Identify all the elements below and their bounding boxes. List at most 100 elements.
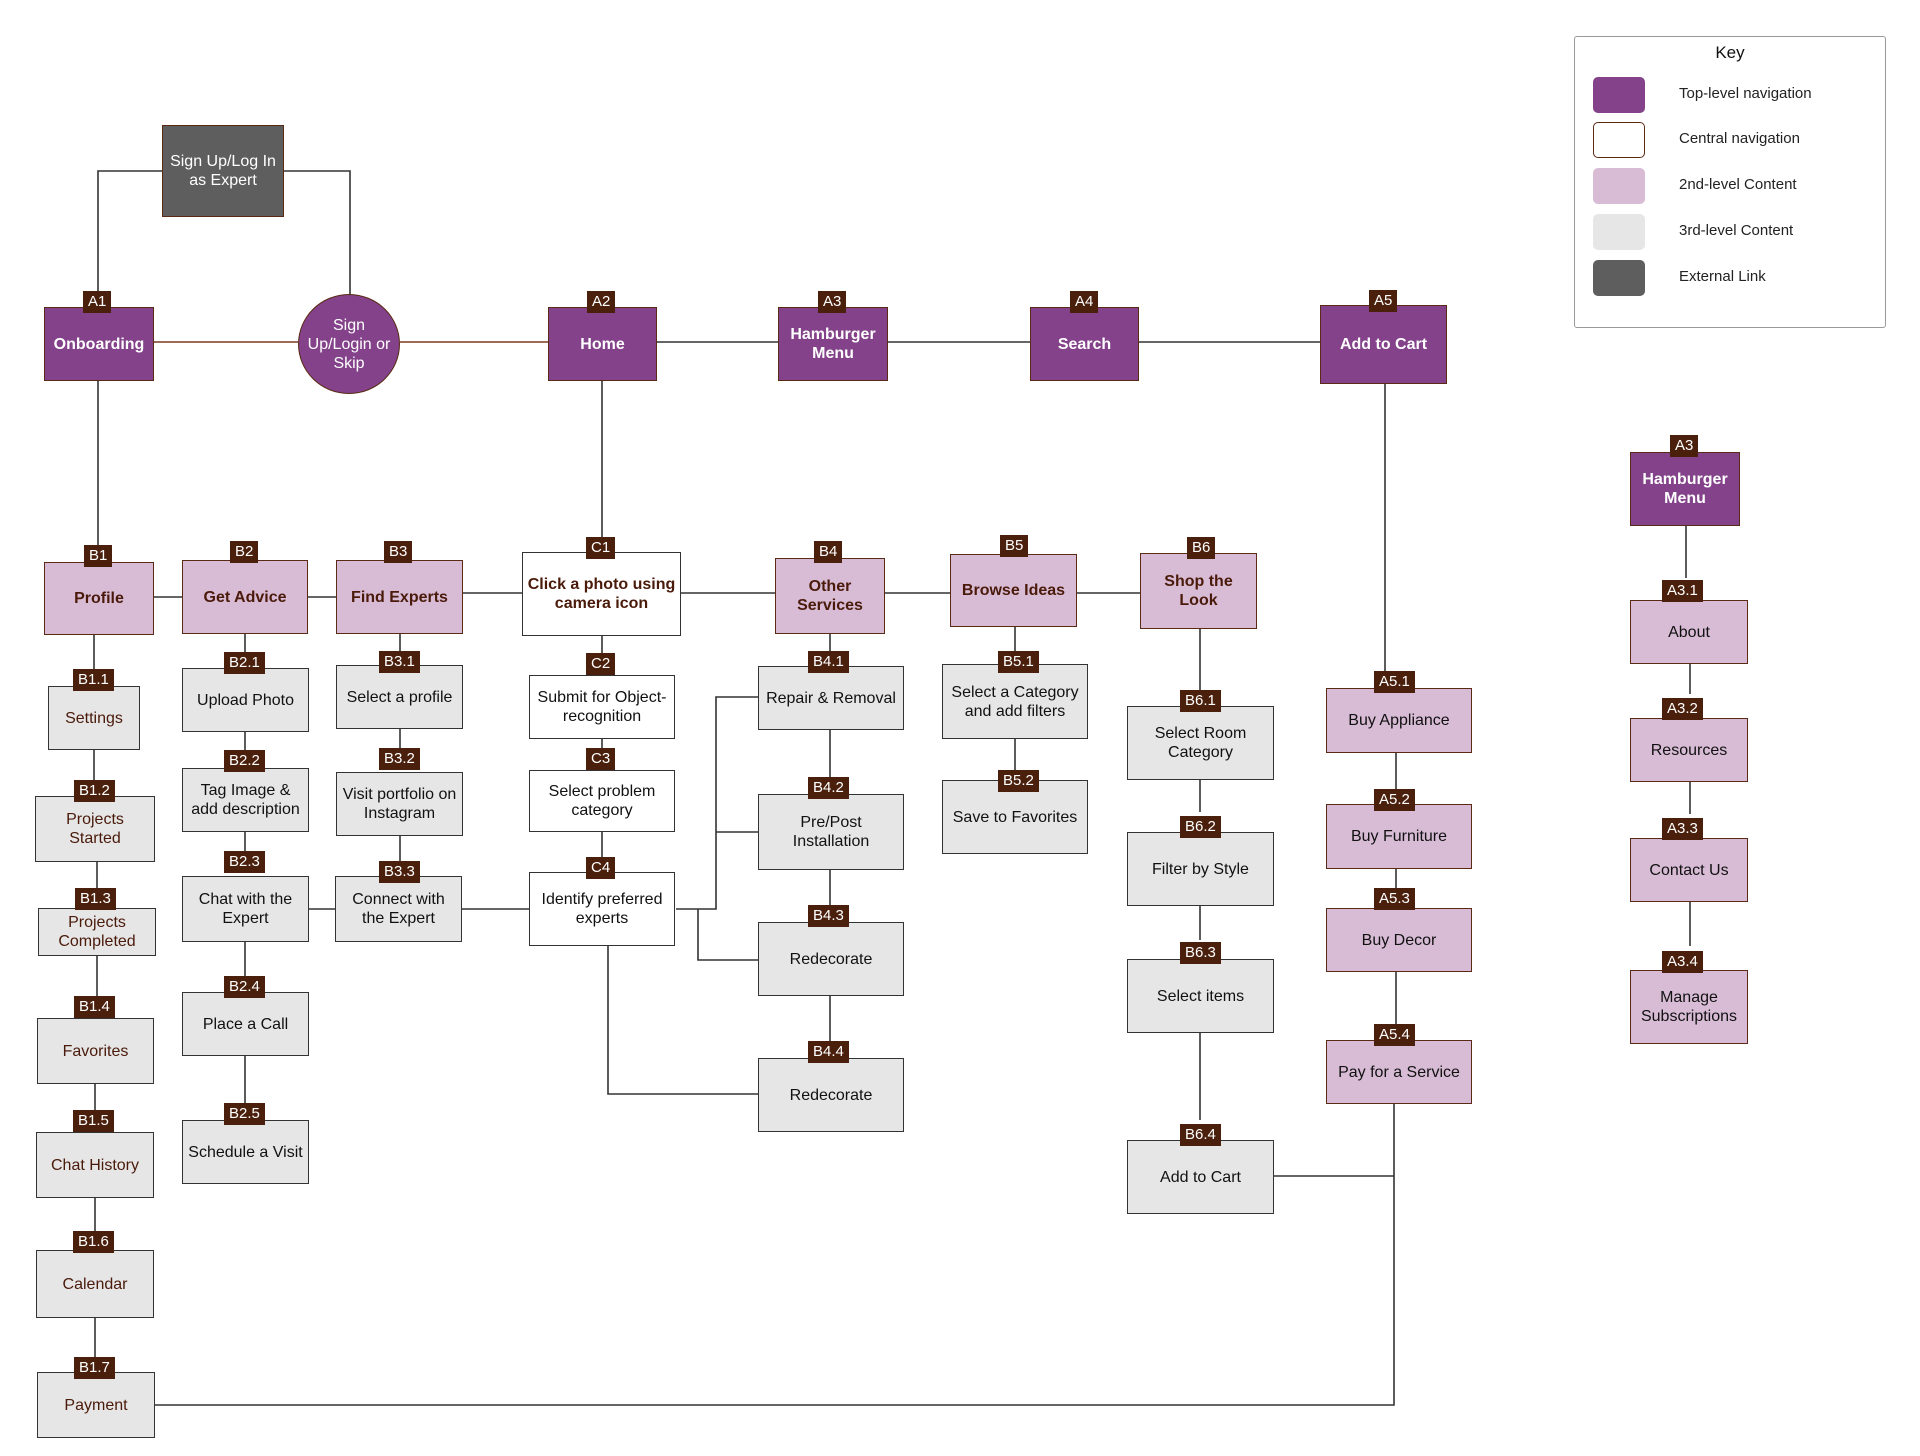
node-external-expert-login: Sign Up/Log In as Expert: [162, 125, 284, 217]
legend-swatch-external: [1593, 260, 1645, 296]
node-label: Hamburger Menu: [1642, 471, 1728, 507]
node-id-tag: B6.2: [1180, 816, 1221, 838]
node-label: Resources: [1650, 741, 1728, 759]
node-label: Get Advice: [203, 588, 287, 606]
node-id-tag: B4.3: [808, 905, 849, 927]
legend-label: Central navigation: [1679, 130, 1800, 147]
node-select-room-category: Select Room Category: [1127, 706, 1274, 780]
node-label: Submit for Object-recognition: [537, 689, 667, 725]
node-b6-add-to-cart: Add to Cart: [1127, 1140, 1274, 1214]
node-select-a-profile: Select a profile: [336, 665, 463, 729]
node-shop-the-look: Shop the Look: [1140, 553, 1257, 629]
node-redecorate-1: Redecorate: [758, 922, 904, 996]
legend: Key Top-level navigation Central navigat…: [1574, 36, 1886, 328]
node-id-tag: A5: [1369, 290, 1398, 312]
node-label: Payment: [64, 1396, 128, 1414]
node-id-tag: B2.4: [224, 976, 265, 998]
node-id-tag: B1: [84, 545, 113, 567]
node-id-tag: A3.1: [1662, 580, 1703, 602]
legend-swatch-third-level: [1593, 214, 1645, 250]
node-id-tag: B2.2: [224, 750, 265, 772]
node-id-tag: B1.3: [75, 888, 116, 910]
node-projects-started: Projects Started: [35, 796, 155, 862]
node-identify-preferred-experts: Identify preferred experts: [529, 872, 675, 946]
node-id-tag: B4.1: [808, 651, 849, 673]
node-id-tag: C3: [586, 748, 616, 770]
node-upload-photo: Upload Photo: [182, 668, 309, 732]
node-label: Repair & Removal: [766, 689, 896, 707]
node-select-category-filters: Select a Category and add filters: [942, 664, 1088, 739]
node-id-tag: B1.4: [74, 996, 115, 1018]
node-save-to-favorites: Save to Favorites: [942, 780, 1088, 854]
node-id-tag: A1: [83, 291, 112, 313]
node-label: Pay for a Service: [1338, 1063, 1460, 1081]
legend-swatch-central: [1593, 122, 1645, 158]
node-select-items: Select items: [1127, 959, 1274, 1033]
legend-item: 3rd-level Content: [1593, 214, 1873, 250]
node-id-tag: A5.1: [1374, 671, 1415, 693]
node-label: Place a Call: [202, 1015, 289, 1033]
node-favorites: Favorites: [37, 1018, 154, 1084]
node-filter-by-style: Filter by Style: [1127, 832, 1274, 906]
node-id-tag: B3.3: [379, 861, 420, 883]
node-contact-us: Contact Us: [1630, 838, 1748, 902]
node-label: Buy Furniture: [1350, 828, 1448, 845]
node-other-services: Other Services: [775, 558, 885, 634]
node-select-problem-category: Select problem category: [529, 770, 675, 832]
node-tag-image: Tag Image & add description: [182, 768, 309, 832]
node-id-tag: A5.3: [1374, 888, 1415, 910]
node-id-tag: C4: [586, 857, 616, 879]
node-calendar: Calendar: [36, 1250, 154, 1318]
node-id-tag: A3.3: [1662, 818, 1703, 840]
node-label: Hamburger Menu: [790, 326, 876, 362]
node-label: Buy Appliance: [1348, 712, 1450, 729]
node-buy-decor: Buy Decor: [1326, 908, 1472, 972]
node-place-a-call: Place a Call: [182, 992, 309, 1056]
node-find-experts: Find Experts: [336, 560, 463, 634]
node-id-tag: B1.5: [73, 1110, 114, 1132]
node-schedule-a-visit: Schedule a Visit: [182, 1120, 309, 1184]
node-payment: Payment: [37, 1372, 155, 1438]
node-label: Schedule a Visit: [188, 1143, 303, 1161]
node-id-tag: A4: [1070, 291, 1099, 313]
node-label: Profile: [74, 590, 124, 607]
node-get-advice: Get Advice: [182, 560, 308, 634]
node-label: Connect with the Expert: [352, 891, 445, 927]
node-id-tag: B3: [384, 541, 413, 563]
node-label: Shop the Look: [1164, 573, 1233, 609]
node-buy-appliance: Buy Appliance: [1326, 688, 1472, 753]
node-label: Browse Ideas: [961, 582, 1066, 599]
node-profile: Profile: [44, 562, 154, 635]
node-browse-ideas: Browse Ideas: [950, 554, 1077, 627]
node-id-tag: B2.3: [224, 851, 265, 873]
node-manage-subscriptions: Manage Subscriptions: [1630, 970, 1748, 1044]
node-projects-completed: Projects Completed: [38, 908, 156, 956]
legend-label: 3rd-level Content: [1679, 222, 1794, 239]
node-sign-up-login-or-skip: Sign Up/Login or Skip: [298, 294, 400, 394]
node-label: Redecorate: [789, 1086, 873, 1104]
connector: [154, 1102, 1395, 1406]
node-settings: Settings: [48, 686, 140, 750]
node-id-tag: B2.1: [224, 652, 265, 674]
node-label: Add to Cart: [1160, 1168, 1241, 1186]
node-label: Sign Up/Log In as Expert: [170, 153, 276, 189]
node-search: Search: [1030, 307, 1139, 381]
node-id-tag: B6: [1187, 537, 1216, 559]
node-add-to-cart: Add to Cart: [1320, 305, 1447, 384]
node-id-tag: B1.1: [73, 669, 114, 691]
node-id-tag: B5.2: [998, 770, 1039, 792]
node-label: About: [1668, 623, 1710, 641]
node-pre-post-installation: Pre/Post Installation: [758, 794, 904, 870]
node-about: About: [1630, 600, 1748, 664]
node-id-tag: A3.4: [1662, 951, 1703, 973]
node-id-tag: C1: [586, 537, 616, 559]
node-redecorate-2: Redecorate: [758, 1058, 904, 1132]
node-label: Onboarding: [53, 335, 145, 353]
legend-swatch-second-level: [1593, 168, 1645, 204]
node-label: Manage Subscriptions: [1640, 989, 1738, 1025]
connector: [283, 170, 351, 296]
node-label: Buy Decor: [1361, 931, 1437, 949]
node-id-tag: C2: [586, 653, 616, 675]
